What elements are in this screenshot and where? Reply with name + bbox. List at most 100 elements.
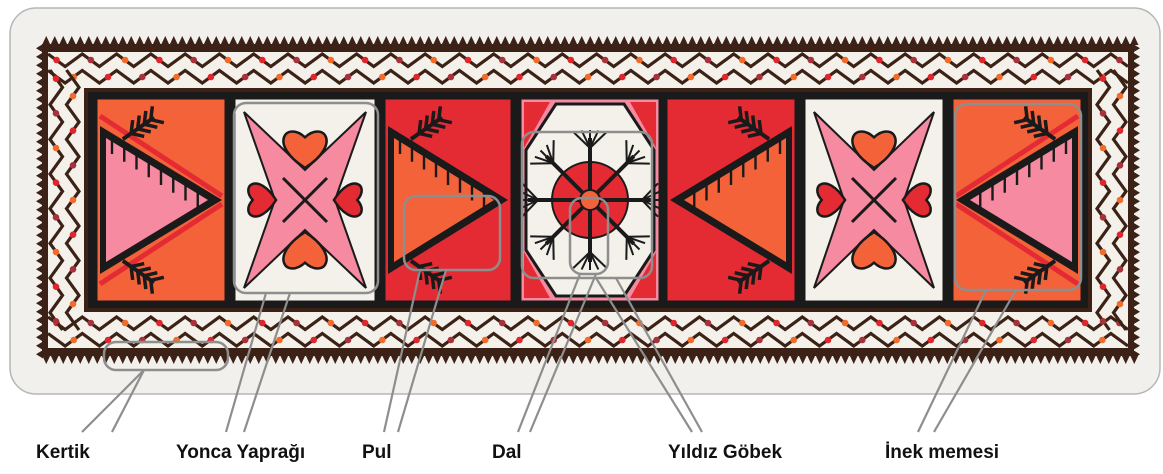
label-dal: Dal: [492, 442, 522, 464]
band-dot: [653, 74, 660, 81]
band-dot: [688, 337, 695, 344]
band-dot: [499, 320, 506, 327]
band-dot: [653, 337, 660, 344]
band-dot: [1100, 75, 1107, 82]
band-dot: [70, 301, 77, 308]
band-dot: [328, 320, 335, 327]
band-dot: [310, 74, 317, 81]
band-dot: [859, 337, 866, 344]
band-dot: [602, 57, 609, 64]
band-dot: [893, 337, 900, 344]
band-dot: [70, 93, 77, 100]
band-dot: [928, 74, 935, 81]
band-dot: [825, 337, 832, 344]
band-dot: [53, 283, 60, 290]
band-dot: [53, 57, 60, 64]
band-dot: [1100, 283, 1107, 290]
band-dot: [722, 337, 729, 344]
panel-star-3: [520, 98, 660, 302]
band-dot: [1117, 231, 1124, 238]
band-dot: [1099, 337, 1106, 344]
band-dot: [1100, 145, 1107, 152]
band-dot: [533, 57, 540, 64]
band-dot: [790, 337, 797, 344]
band-dot: [225, 57, 232, 64]
band-dot: [1100, 249, 1107, 256]
band-dot: [70, 162, 77, 169]
band-dot: [70, 127, 77, 134]
band-dot: [996, 337, 1003, 344]
band-dot: [550, 74, 557, 81]
band-dot: [516, 74, 523, 81]
band-dot: [413, 74, 420, 81]
label-inek-memesi: İnek memesi: [885, 442, 999, 464]
band-dot: [859, 74, 866, 81]
band-dot: [1100, 179, 1107, 186]
band-dot: [88, 320, 95, 327]
band-dot: [705, 320, 712, 327]
panel-clover-5: [804, 98, 944, 302]
band-dot: [876, 320, 883, 327]
band-dot: [773, 320, 780, 327]
band-dot: [208, 74, 215, 81]
band-dot: [585, 74, 592, 81]
band-dot: [448, 337, 455, 344]
band-dot: [585, 337, 592, 344]
panel-clover-1: [234, 98, 376, 302]
band-dot: [893, 74, 900, 81]
band-dot: [1030, 74, 1037, 81]
band-dot: [808, 57, 815, 64]
band-dot: [190, 57, 197, 64]
band-dot: [996, 74, 1003, 81]
band-dot: [910, 57, 917, 64]
band-dot: [139, 74, 146, 81]
band-dot: [568, 320, 575, 327]
band-dot: [362, 320, 369, 327]
band-dot: [310, 337, 317, 344]
band-dot: [910, 320, 917, 327]
band-dot: [379, 337, 386, 344]
band-dot: [242, 337, 249, 344]
band-dot: [345, 74, 352, 81]
band-dot: [482, 337, 489, 344]
band-dot: [430, 57, 437, 64]
band-dot: [413, 337, 420, 344]
band-dot: [276, 337, 283, 344]
label-kertik: Kertik: [36, 442, 90, 464]
band-dot: [842, 57, 849, 64]
band-dot: [773, 57, 780, 64]
band-dot: [619, 74, 626, 81]
band-dot: [1048, 57, 1055, 64]
band-dot: [156, 57, 163, 64]
panel-triangle-2: [384, 98, 512, 302]
band-dot: [808, 320, 815, 327]
label-yonca-yapragi: Yonca Yaprağı: [176, 442, 305, 464]
band-dot: [1082, 57, 1089, 64]
band-dot: [739, 57, 746, 64]
band-dot: [739, 320, 746, 327]
band-dot: [379, 74, 386, 81]
panel-triangle-4: [666, 98, 796, 302]
band-dot: [53, 179, 60, 186]
label-yildiz-gobek: Yıldız Göbek: [668, 442, 782, 464]
band-dot: [825, 74, 832, 81]
band-dot: [105, 74, 112, 81]
band-dot: [53, 145, 60, 152]
band-dot: [979, 320, 986, 327]
band-dot: [293, 320, 300, 327]
band-dot: [259, 57, 266, 64]
band-dot: [53, 214, 60, 221]
band-dot: [1100, 318, 1107, 325]
band-dot: [636, 57, 643, 64]
band-dot: [1117, 197, 1124, 204]
band-dot: [979, 57, 986, 64]
band-dot: [756, 337, 763, 344]
band-dot: [1082, 320, 1089, 327]
band-dot: [1013, 320, 1020, 327]
band-dot: [465, 320, 472, 327]
band-dot: [122, 57, 129, 64]
band-dot: [328, 57, 335, 64]
band-dot: [705, 57, 712, 64]
band-dot: [842, 320, 849, 327]
band-dot: [396, 320, 403, 327]
